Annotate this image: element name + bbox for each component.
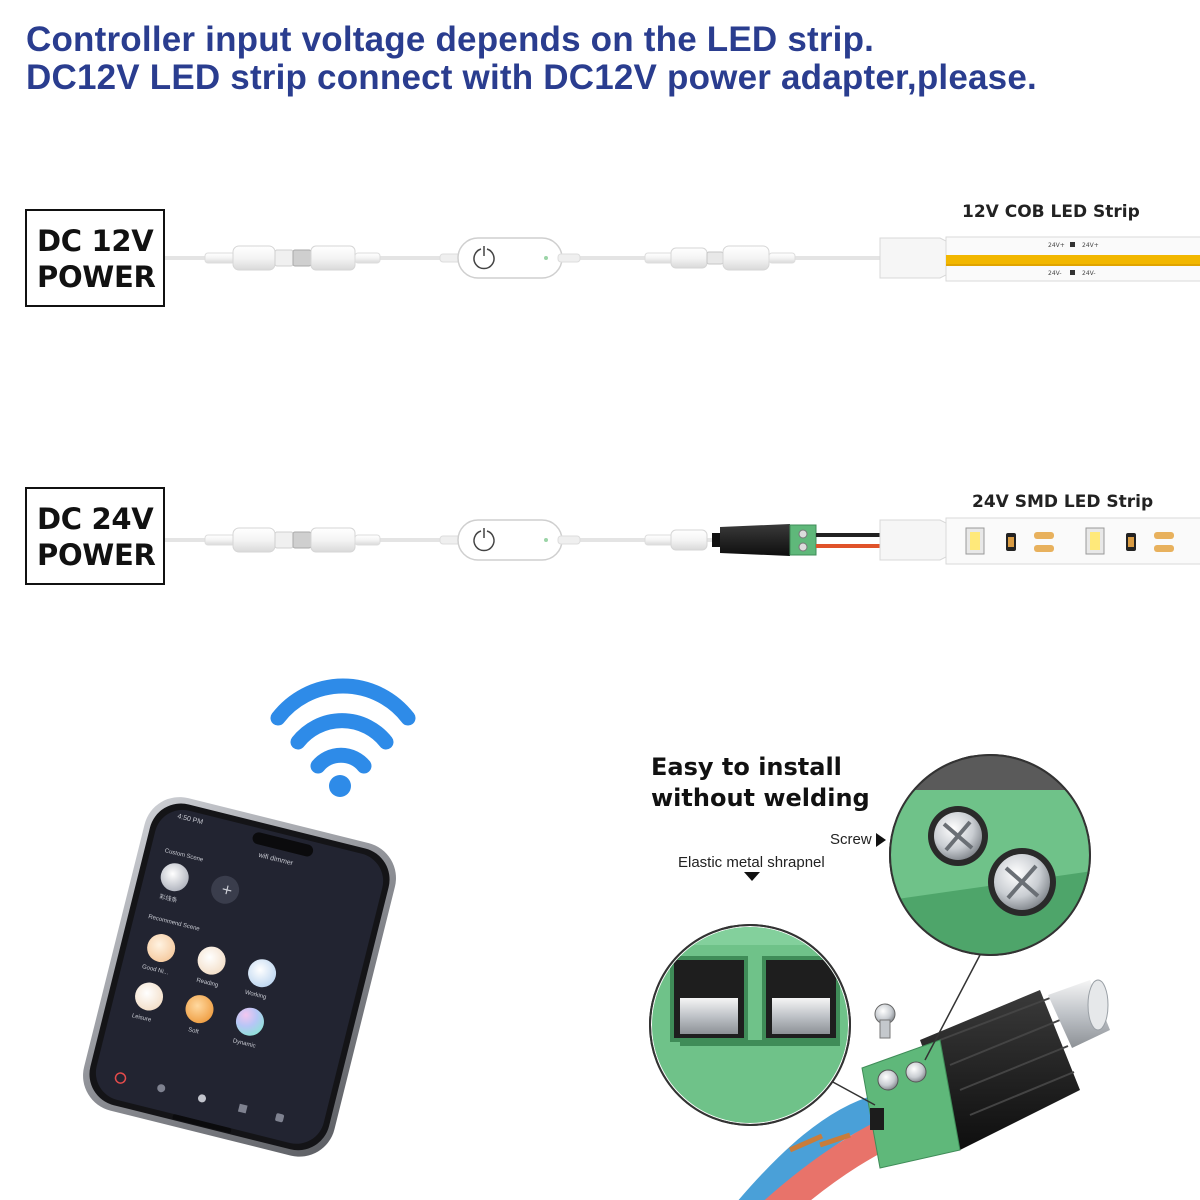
power-label-12v: DC 12V POWER [25,209,165,307]
wifi-controller [439,519,581,561]
scene-bubble [248,959,277,988]
cob-light-band [946,255,1200,266]
pcb-mark: 24V+ [1048,242,1065,249]
svg-text:+: + [219,881,234,899]
install-callout-line-2: without welding [651,784,870,812]
smd-chip [965,527,985,555]
headline-line-2: DC12V LED strip connect with DC12V power… [26,58,1037,97]
scene-bubble [185,995,214,1024]
dc-male-connector [644,245,796,271]
smd-led-strip [879,517,1200,565]
headline-line-1: Controller input voltage depends on the … [26,20,875,59]
dc-female-connector [204,527,381,553]
loose-screw [874,1003,896,1039]
plug-body [920,990,1080,1150]
smartphone: 4:50 PM wifi dimmer Custom Scene 彩线条 + R… [83,797,396,1157]
scene-bubble [160,863,189,892]
power-word: POWER [37,538,156,572]
scene-label: Soft [187,1027,199,1035]
strip-label-24v: 24V SMD LED Strip [972,492,1154,512]
pcb-mark: 24V- [1048,270,1062,277]
install-callout-line-1: Easy to install [651,753,842,781]
cob-led-strip: 24V+ 24V+ 24V- 24V- [879,236,1200,282]
shrapnel-arrow-icon [744,872,760,881]
zoom-screw [889,754,1091,956]
dc-male-connector [644,529,708,551]
pcb-mark: 24V- [1082,270,1096,277]
smd-chip [1085,527,1105,555]
scene-bubble [235,1007,264,1036]
power-word: POWER [37,260,156,294]
scene-label: Leisure [131,1013,152,1024]
grid-tab-icon [275,1113,285,1123]
scene-label: Working [244,990,267,1001]
scene-bubble [147,934,176,963]
power-label-24v: DC 24V POWER [25,487,165,585]
row-12v-wiring: 24V+ 24V+ 24V- 24V- [165,236,1200,282]
strip-label-12v: 12V COB LED Strip [962,202,1140,222]
install-callout: Easy to install without welding [651,752,870,814]
wifi-controller [439,237,581,279]
scene-label: Reading [196,978,219,989]
shrapnel-label: Elastic metal shrapnel [678,854,825,871]
add-scene-icon [211,875,240,904]
dc-female-connector [204,245,381,271]
pcb-mark: 24V+ [1082,242,1099,249]
row-24v-wiring [165,517,1200,565]
list-tab-icon [237,1103,248,1114]
scene-label: Dynamic [232,1038,256,1049]
wifi-icon [270,678,416,797]
power-voltage: DC 24V [37,502,154,536]
zoom-shrapnel [649,924,851,1126]
power-tab-icon [114,1072,127,1084]
bulb-tab-icon [157,1084,166,1093]
scene-bubble [135,982,164,1011]
screw-arrow-icon [876,833,886,847]
power-voltage: DC 12V [37,224,154,258]
scene-bubble [197,946,226,975]
phone-tab-bar [114,1072,285,1123]
dc-terminal-adapter [712,524,817,556]
palette-tab-icon [197,1094,206,1103]
screw-label: Screw [830,831,872,848]
